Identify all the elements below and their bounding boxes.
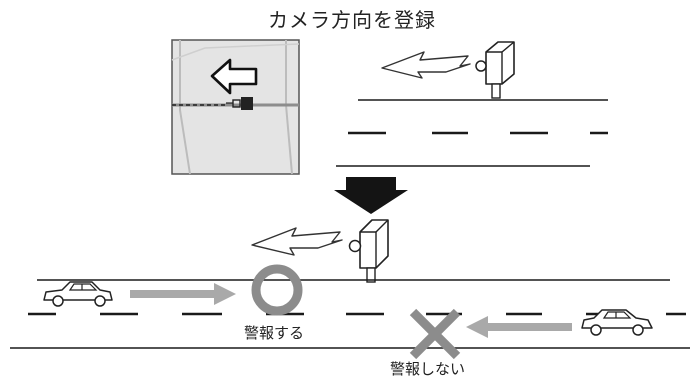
map-camera-icon <box>226 97 253 110</box>
no-warn-label: 警報しない <box>390 360 466 378</box>
map-screen <box>171 39 300 175</box>
warning-scene <box>10 219 690 360</box>
approach-arrow-right-icon <box>130 283 236 305</box>
oncoming-car-icon <box>581 309 653 336</box>
camera-direction-arrow-icon <box>251 227 343 256</box>
warn-label: 警報する <box>244 324 305 342</box>
diagram-title: カメラ方向を登録 <box>268 8 436 32</box>
map-direction-arrow-icon <box>210 58 258 95</box>
circle-mark-icon <box>251 264 303 316</box>
register-camera-icon <box>475 41 515 99</box>
cross-mark-icon <box>409 308 461 360</box>
approach-arrow-left-icon <box>466 316 572 338</box>
camera-icon <box>348 219 389 283</box>
car-icon <box>43 281 113 307</box>
register-direction-arrow-icon <box>381 51 471 79</box>
register-scene <box>336 41 608 167</box>
down-arrow-icon <box>334 177 408 214</box>
